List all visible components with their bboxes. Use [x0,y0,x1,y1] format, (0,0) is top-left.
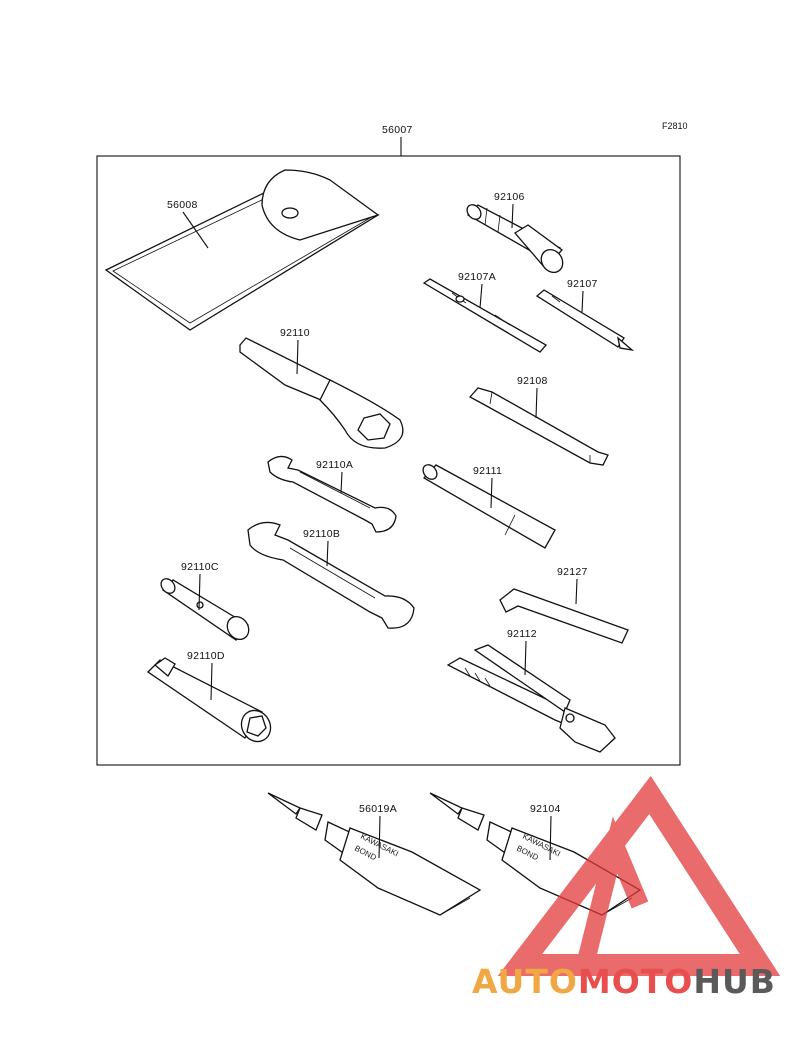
ring-spanner [239,337,404,449]
part-label-92108: 92108 [517,375,548,387]
part-label-92107A: 92107A [458,271,496,283]
part-label-92104: 92104 [530,803,561,815]
brand-hub: HUB [693,962,776,1001]
part-label-92110B: 92110B [303,528,340,540]
kit-part-number: 56007 [382,124,413,136]
brand-auto: AUTO [472,962,578,1001]
watermark-logo [497,775,781,976]
part-label-92110A: 92110A [316,459,353,471]
screwdriver-bit-double [422,278,548,353]
part-label-92110D: 92110D [187,650,225,662]
hex-key [499,588,629,644]
watermark-brand: AUTOMOTOHUB [472,962,776,1001]
extension-bar [422,464,556,549]
part-label-92112: 92112 [507,628,537,640]
part-label-92106: 92106 [494,191,525,203]
part-label-56019A: 56019A [359,803,397,815]
part-label-92110: 92110 [280,327,310,339]
box-wrench-large [146,657,272,743]
part-label-92111: 92111 [473,465,502,477]
pliers [446,644,616,753]
part-label-92107: 92107 [567,278,598,290]
tool-kit-box [96,155,681,766]
part-label-56008: 56008 [167,199,198,211]
brand-moto: MOTO [578,962,693,1001]
open-end-wrench-small [267,455,397,533]
open-end-wrench-large [247,521,415,629]
figure-reference: F2810 [662,121,688,131]
screwdriver-bit [535,289,635,352]
socket-adapter [466,204,564,274]
part-label-92110C: 92110C [181,561,219,573]
flat-spanner [468,387,609,466]
box-wrench-small [160,578,250,641]
part-label-92127: 92127 [557,566,588,578]
tool-bag [104,169,380,331]
